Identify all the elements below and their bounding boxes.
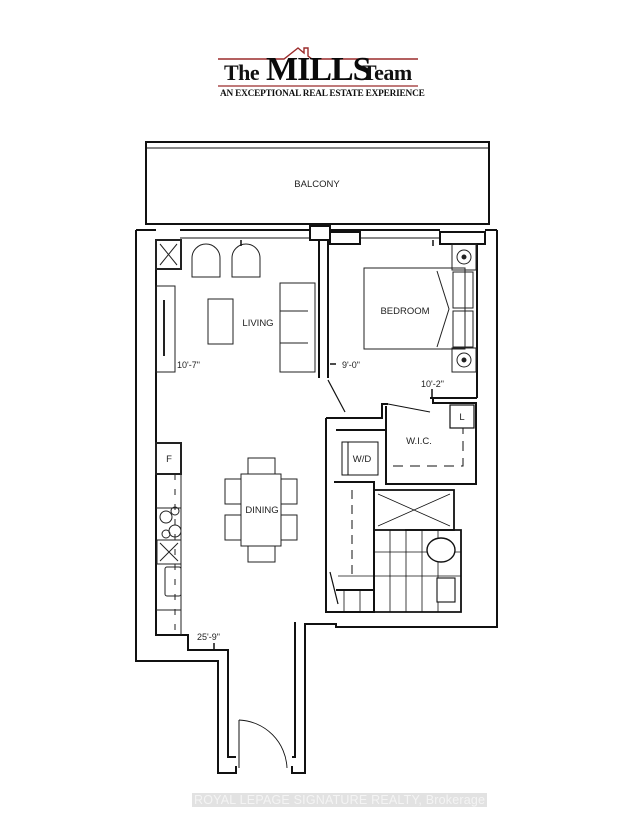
- room-label-wic: W.I.C.: [406, 436, 432, 447]
- dimension-bedroom-width: 9'-0": [342, 360, 360, 370]
- logo-tagline: AN EXCEPTIONAL REAL ESTATE EXPERIENCE: [220, 89, 425, 99]
- dimension-overall: 25'-9": [197, 632, 220, 642]
- dimension-living: 10'-7": [177, 360, 200, 370]
- room-label-wd: W/D: [353, 454, 372, 465]
- house-roof-rule-icon: [218, 47, 418, 87]
- room-label-dining: DINING: [245, 505, 278, 516]
- logo-the: The: [224, 60, 260, 85]
- room-label-balcony: BALCONY: [294, 179, 340, 190]
- company-logo: The MILLS Team AN EXCEPTIONAL REAL ESTAT…: [214, 44, 426, 106]
- bathroom-sink-icon: [436, 577, 456, 603]
- dimension-bedroom-depth: 10'-2": [421, 379, 444, 389]
- logo-team: Team: [362, 60, 412, 85]
- room-label-fridge: F: [166, 454, 172, 465]
- toilet-icon: [426, 537, 456, 563]
- room-label-bedroom: BEDROOM: [380, 306, 429, 317]
- logo-mills: MILLS: [266, 51, 372, 88]
- room-label-living: LIVING: [242, 318, 273, 329]
- brokerage-watermark: ROYAL LEPAGE SIGNATURE REALTY, Brokerage: [192, 793, 488, 807]
- balcony-outline: [145, 141, 490, 225]
- room-label-linen: L: [459, 412, 464, 423]
